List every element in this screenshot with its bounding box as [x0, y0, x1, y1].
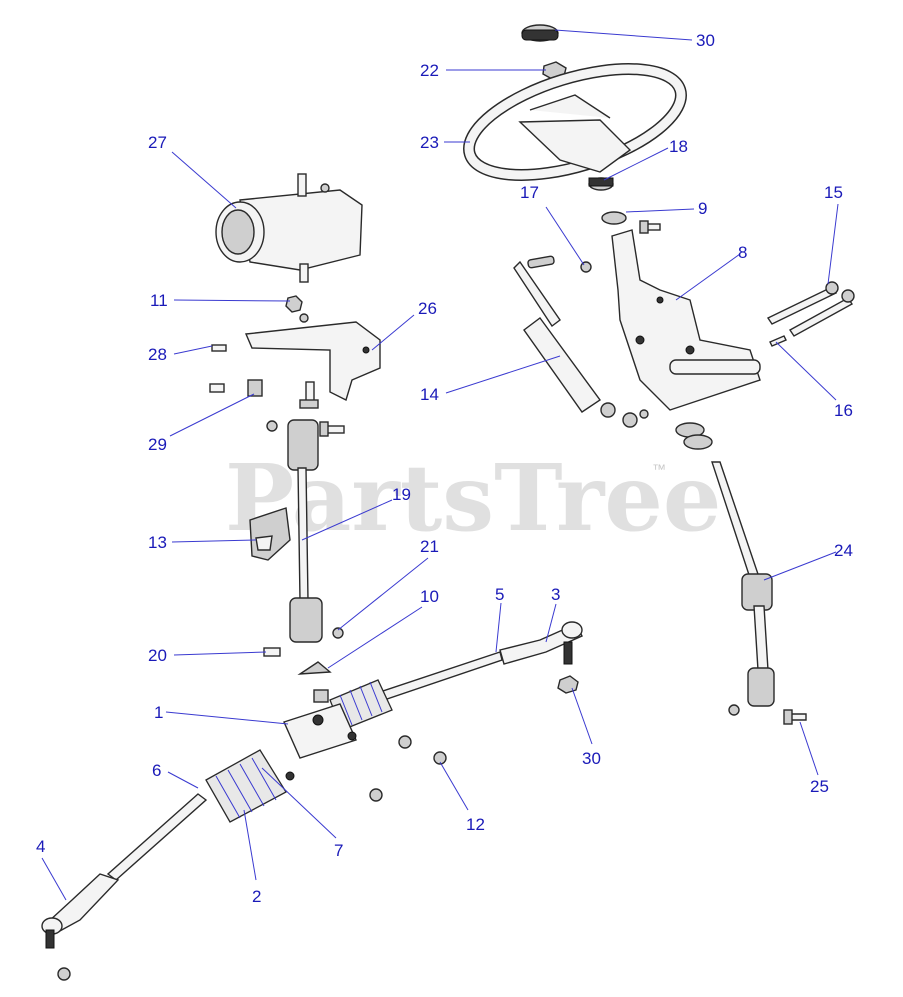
callout-15: 15 [824, 183, 843, 202]
steering-wheel-cap [521, 24, 559, 42]
pin-20 [263, 647, 281, 657]
long-bolts [766, 281, 855, 337]
callout-4: 4 [36, 837, 45, 856]
callout-9: 9 [698, 199, 707, 218]
callout-27: 27 [148, 133, 167, 152]
callout-21: 21 [420, 537, 439, 556]
gas-strut [513, 255, 649, 428]
callout-8: 8 [738, 243, 747, 262]
callout-16: 16 [834, 401, 853, 420]
callout-13: 13 [148, 533, 167, 552]
callout-24: 24 [834, 541, 853, 560]
shim-10 [297, 661, 332, 675]
callout-12: 12 [466, 815, 485, 834]
callout-26: 26 [418, 299, 437, 318]
callout-2: 2 [252, 887, 261, 906]
callout-30-bottom: 30 [582, 749, 601, 768]
column-bushing-upper [588, 177, 614, 191]
callout-30-top: 30 [696, 31, 715, 50]
callout-7: 7 [334, 841, 343, 860]
callout-14: 14 [420, 385, 439, 404]
bushings-12 [369, 735, 447, 802]
callout-25: 25 [810, 777, 829, 796]
column-screw [639, 220, 661, 234]
nut-11 [285, 295, 309, 323]
callout-28: 28 [148, 345, 167, 364]
bolts-28-29 [209, 344, 319, 409]
callout-1: 1 [154, 703, 163, 722]
watermark-tm: ™ [652, 461, 666, 477]
callout-11: 11 [150, 291, 168, 310]
callout-17: 17 [520, 183, 539, 202]
lower-column-shaft [711, 461, 775, 716]
clevis-pin [769, 335, 787, 347]
callout-20: 20 [148, 646, 167, 665]
power-steering-unit [215, 173, 363, 283]
column-bushing-lower [601, 211, 627, 225]
leader-lines [41, 29, 839, 901]
intermediate-shaft [266, 419, 345, 643]
callout-5: 5 [495, 585, 504, 604]
boot-cover [249, 507, 291, 561]
nut-30-lower [557, 675, 579, 694]
callout-6: 6 [152, 761, 161, 780]
callout-19: 19 [392, 485, 411, 504]
callout-10: 10 [420, 587, 439, 606]
callout-22: 22 [420, 61, 439, 80]
mount-bracket [244, 321, 381, 401]
shaft-bolt [783, 709, 807, 725]
column-bracket [611, 229, 761, 450]
callout-3: 3 [551, 585, 560, 604]
callout-23: 23 [420, 133, 439, 152]
steering-rack [41, 621, 583, 981]
callout-29: 29 [148, 435, 167, 454]
callouts: 30 22 23 18 17 9 15 8 27 11 26 28 14 16 … [36, 31, 853, 906]
steering-wheel [463, 63, 687, 181]
callout-18: 18 [669, 137, 688, 156]
